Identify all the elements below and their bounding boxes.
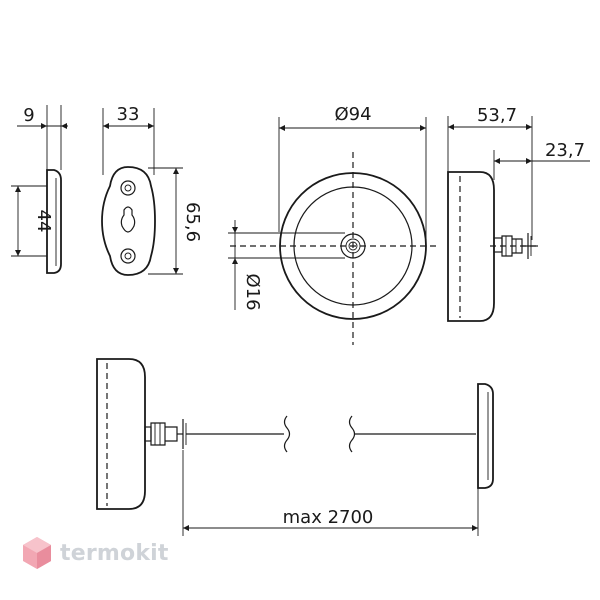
dim-drum-diameter: Ø94 — [334, 104, 371, 125]
drum-side-view: 53,7 23,7 — [447, 105, 590, 322]
dim-plate-height: 44 — [33, 210, 54, 233]
brand-logo: termokit — [22, 536, 169, 570]
dim-hook-diameter: Ø16 — [242, 273, 263, 310]
brand-name: termokit — [60, 540, 169, 566]
dim-hook-projection: 23,7 — [545, 140, 585, 161]
dim-bracket-width: 33 — [117, 104, 140, 125]
wall-plate-side-view: 9 44 — [11, 105, 68, 274]
dim-bracket-height: 65,6 — [182, 202, 203, 242]
assembly-view: max 2700 — [96, 358, 494, 536]
drum-front-view: Ø94 Ø16 — [228, 104, 436, 345]
bracket-front-view: 33 65,6 — [101, 104, 203, 276]
dim-max-length: max 2700 — [283, 507, 374, 528]
dim-plate-depth: 9 — [23, 105, 34, 126]
logo-mark-icon — [23, 537, 51, 569]
dim-drum-depth: 53,7 — [477, 105, 517, 126]
